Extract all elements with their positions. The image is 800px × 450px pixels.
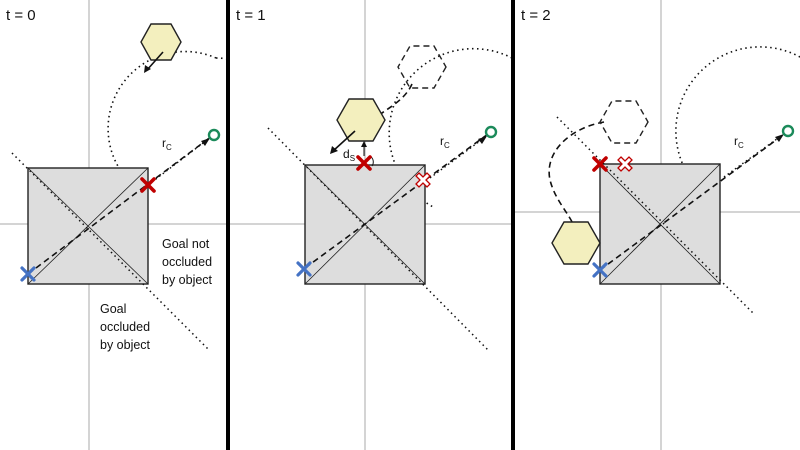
panel-t1: dS rC t = 1 [230,0,513,450]
occlusion-point-red-cross-icon [356,155,372,171]
robot-position-blue-cross-icon [296,261,312,277]
panel-title-t1: t = 1 [236,7,266,24]
panel-title-t2: t = 2 [521,7,551,24]
goal-icon [484,125,498,139]
hexagon-object [140,23,182,61]
object-trajectory [377,83,413,117]
box-diagonal [27,167,149,285]
radius-label: rC [440,134,450,150]
object-trajectory [548,121,605,227]
robot-position-blue-cross-icon [20,266,36,282]
line-of-sight [304,133,489,269]
radius-arrow-line [429,137,485,179]
hexagon-object [551,221,601,265]
panel-title-t0: t = 0 [6,7,36,24]
velocity-arrowhead [330,146,338,154]
occlusion-boundary-line [267,127,489,351]
occlusion-point-red-cross-icon [140,177,156,193]
box-diagonal [599,163,721,285]
hexagon-object-previous [397,45,447,89]
annotation-goal-not-occluded: Goal not occluded by object [162,237,216,287]
hexagon-object-previous [599,100,649,144]
velocity-arrow [146,51,164,71]
line-of-sight [599,131,788,271]
safety-distance-arrowhead [361,141,367,147]
previous-occlusion-point-outline-cross-icon [415,172,431,188]
panel-t2: rC t = 2 [515,0,800,450]
radius-arrowhead [775,134,784,142]
radius-label: rC [162,136,172,152]
sensing-circle-right-edge [215,57,229,60]
velocity-arrowhead [144,65,151,73]
goal-icon [207,128,221,142]
radius-arrow-line [723,135,782,178]
safety-distance-label: dS [343,147,355,163]
panel-t0: rC Goal not occluded by object Goal occl… [0,0,229,450]
robot-position-blue-cross-icon [592,262,608,278]
previous-occlusion-point-outline-cross-icon [617,156,633,172]
radius-arrow-line [151,139,208,183]
annotation-goal-occluded: Goal occluded by object [100,302,154,352]
occlusion-point-red-cross-icon [592,156,608,172]
occlusion-boundary-line [556,116,754,314]
hexagon-object [336,98,386,142]
radius-arrowhead [478,136,487,144]
goal-icon [781,124,795,138]
radius-label: rC [734,134,744,150]
velocity-arrow [332,130,356,152]
radius-arrowhead [201,138,210,146]
occlusion-boundary-line [11,152,209,350]
